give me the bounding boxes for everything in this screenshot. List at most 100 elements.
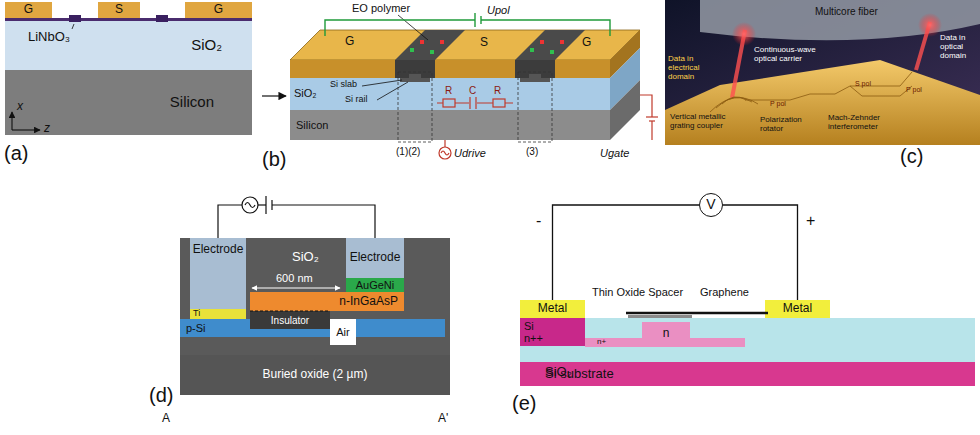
rect-shape — [410, 48, 414, 52]
axis-arrows — [12, 112, 40, 130]
rect-shape — [435, 60, 515, 78]
node-text: SiO₂ — [292, 250, 319, 264]
rect-shape — [529, 74, 541, 82]
silicon-substrate: Silicon — [5, 70, 252, 135]
silicon-waveguide — [400, 74, 550, 82]
line-shape — [626, 312, 768, 315]
callout-number: (3) — [526, 146, 538, 157]
part-label: Mach-Zehnder interferometer — [828, 114, 892, 132]
rc-circuit — [437, 97, 513, 109]
rect-shape — [156, 15, 168, 22]
rect-shape — [493, 99, 505, 107]
line-shape — [469, 97, 470, 109]
drive-source — [439, 140, 451, 159]
rect-shape — [420, 40, 424, 44]
insulator-layer: Insulator — [250, 311, 330, 329]
node-text: Metal — [783, 302, 812, 315]
node-text: Electrode — [193, 243, 244, 256]
polygon-shape — [665, 60, 980, 145]
voltage-label: Udrive — [454, 147, 486, 159]
photo-panel — [665, 0, 980, 145]
node-text: Metal — [538, 302, 567, 315]
node-text: n++ — [524, 332, 543, 344]
oxide-layer: SiO₂ — [5, 21, 252, 70]
wire-connector — [553, 205, 700, 300]
part-label: Vertical metallic grating coupler — [670, 113, 742, 131]
iii-v-layer: n-InGaAsP — [250, 292, 404, 311]
source-circuit — [218, 196, 375, 238]
voltage-label: Ugate — [600, 147, 629, 159]
buried-oxide: Buried oxide (2 µm) — [180, 355, 450, 395]
circle-shape — [918, 13, 942, 37]
section-marker — [398, 72, 552, 142]
panel-label: (e) — [512, 392, 536, 414]
path-shape — [218, 205, 242, 238]
material-label: LiNbO₃ — [28, 30, 70, 44]
part-label: Graphene — [700, 286, 749, 298]
electrode-label: G — [582, 36, 591, 49]
polygon-shape — [610, 80, 640, 140]
path-shape — [325, 20, 475, 36]
node-text: G — [214, 3, 223, 16]
rect-shape — [290, 60, 395, 78]
signal-label: Data in optical domain — [940, 34, 978, 60]
path-shape — [441, 151, 449, 155]
node-text: n+ — [597, 338, 606, 347]
line-shape — [377, 82, 408, 100]
node-text: AuGeNi — [356, 279, 395, 291]
rect-shape — [440, 40, 444, 44]
node-text: p-Si — [186, 322, 206, 334]
node-text: n-InGaAsP — [339, 295, 398, 308]
width-dimension — [252, 288, 340, 289]
rect-shape — [518, 72, 552, 142]
electrode: Electrode — [190, 238, 246, 309]
panel-label: (b) — [262, 148, 286, 170]
circle-shape — [439, 147, 451, 159]
electrode: Electrode — [346, 238, 404, 278]
electrode-label: S — [480, 36, 488, 49]
part-label: Multicore fiber — [815, 6, 878, 17]
path-shape — [272, 205, 375, 238]
line-shape — [258, 204, 266, 205]
node-text: Si substrate — [545, 367, 614, 381]
section-label: A — [162, 412, 170, 425]
line-shape — [474, 13, 475, 27]
line-shape — [12, 129, 40, 130]
rect-shape — [290, 30, 640, 140]
component-label: C — [469, 85, 476, 96]
path-shape — [850, 86, 912, 96]
part-label: Si slab — [330, 80, 357, 90]
ti-layer: Ti — [190, 309, 246, 319]
voltage-source: V — [699, 193, 723, 217]
panel-label: (a) — [4, 142, 28, 164]
line-shape — [262, 95, 286, 96]
node-text: G — [24, 3, 33, 16]
rect-shape — [540, 40, 544, 44]
axis-label: z — [44, 122, 50, 135]
contact-layer: AuGeNi — [346, 278, 404, 292]
node-text: Air — [336, 326, 349, 338]
wire-connector — [723, 205, 798, 300]
rect-shape — [560, 40, 564, 44]
panel-label: (d) — [149, 384, 173, 406]
material-label: Silicon — [296, 119, 328, 131]
rect-shape — [290, 110, 610, 140]
node-text: n — [663, 327, 670, 340]
polarity-sign: - — [536, 212, 541, 230]
input-arrow — [262, 96, 286, 97]
polygon-shape — [290, 30, 640, 60]
ground-electrode: G — [5, 2, 52, 18]
line-shape — [252, 288, 340, 289]
node-text: Buried oxide (2 µm) — [263, 368, 368, 381]
air-gap: Air — [330, 319, 356, 345]
node-text: Si — [524, 320, 534, 332]
signal-electrode: S — [98, 2, 140, 18]
voltage-label: Upol — [487, 4, 510, 16]
rect-shape — [430, 50, 434, 54]
leader-line — [362, 15, 428, 100]
rect-shape — [530, 48, 534, 52]
metal-contact: Metal — [765, 300, 830, 318]
doped-silicon: Sin++ — [520, 318, 585, 346]
